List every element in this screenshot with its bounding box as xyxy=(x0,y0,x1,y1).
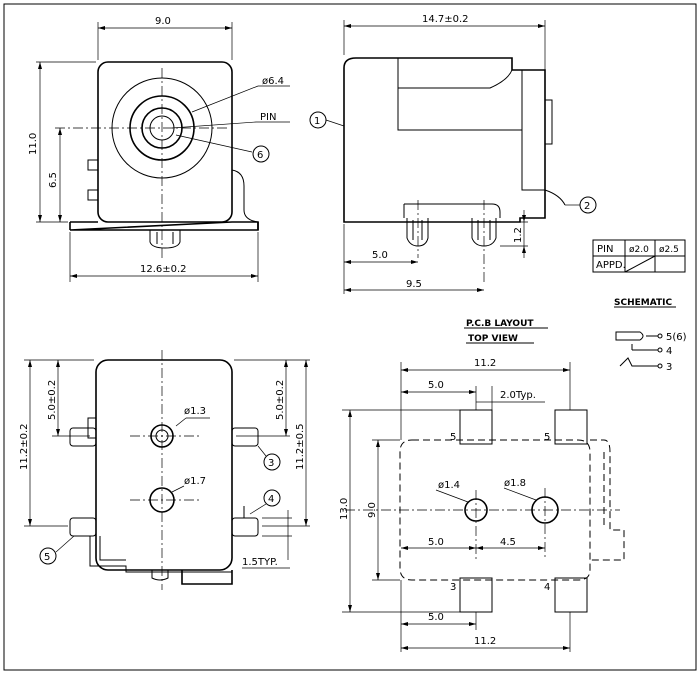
pcb-outline xyxy=(399,439,591,581)
svg-text:5: 5 xyxy=(44,552,50,563)
callout-4 xyxy=(263,489,281,507)
table-pin: PIN xyxy=(597,244,613,255)
dim-front-width: 9.0 xyxy=(155,16,171,27)
side-body xyxy=(343,57,546,223)
callout-6 xyxy=(252,145,270,163)
pcb-dim-2typ: 2.0Typ. xyxy=(500,390,536,401)
bottom-dim-right-112: 11.2±0.5 xyxy=(295,423,306,470)
pad-label-4: 4 xyxy=(544,582,550,593)
pcb-layout: P.C.B LAYOUT TOP VIEW 11.2 5.0 2.0Typ. xyxy=(339,319,625,652)
pcb-dim-13: 13.0 xyxy=(339,498,350,520)
schematic-title: SCHEMATIC xyxy=(614,298,672,308)
dim-front-base: 12.6±0.2 xyxy=(140,264,187,275)
schematic-pin3: 3 xyxy=(666,362,672,373)
pad-label-3: 3 xyxy=(450,582,456,593)
table-col2: ø2.5 xyxy=(659,245,679,255)
svg-text:2: 2 xyxy=(584,201,590,212)
table-appd: APPD. xyxy=(596,260,626,271)
pcb-dim-5: 5.0 xyxy=(428,380,444,391)
pcb-dim-45: 4.5 xyxy=(500,537,516,548)
schematic: SCHEMATIC 5(6) 4 3 xyxy=(614,298,687,373)
bottom-dim-left-5: 5.0±0.2 xyxy=(47,380,58,420)
pad-5-right xyxy=(554,409,588,445)
callout-5 xyxy=(39,547,57,565)
schematic-pin5: 5(6) xyxy=(666,332,687,343)
bottom-hole1-label: ø1.3 xyxy=(184,406,206,417)
table-col1: ø2.0 xyxy=(629,245,649,255)
pad-label-5a: 5 xyxy=(450,432,456,443)
pad-5-left xyxy=(459,409,493,445)
bottom-dim-left-112: 11.2±0.2 xyxy=(19,423,30,470)
pcb-hole1-label: ø1.4 xyxy=(438,480,460,491)
bottom-view: ø1.3 ø1.7 5.0±0.2 11.2±0.2 5.0±0.2 11.2±… xyxy=(19,350,310,590)
dim-front-height: 11.0 xyxy=(28,133,39,155)
pin-label: PIN xyxy=(260,112,276,123)
pcb-subtitle: TOP VIEW xyxy=(468,334,518,344)
dim-front-center: 6.5 xyxy=(48,172,59,188)
pin-table: PIN ø2.0 ø2.5 APPD. xyxy=(592,239,686,273)
bottom-body xyxy=(95,359,233,571)
dim-hole-64: ø6.4 xyxy=(262,76,284,87)
pad-label-5b: 5 xyxy=(544,432,550,443)
pcb-dim-5c: 5.0 xyxy=(428,612,444,623)
pcb-dim-5b: 5.0 xyxy=(428,537,444,548)
pcb-hole2-label: ø1.8 xyxy=(504,478,526,489)
callout-3 xyxy=(263,453,281,471)
pcb-dim-bottom: 11.2 xyxy=(474,636,496,647)
svg-text:3: 3 xyxy=(268,458,274,469)
bottom-hole2-label: ø1.7 xyxy=(184,476,206,487)
svg-text:4: 4 xyxy=(268,494,274,505)
front-view: 9.0 11.0 6.5 ø6.4 xyxy=(28,16,290,282)
bottom-dim-15typ: 1.5TYP. xyxy=(242,557,278,568)
front-body xyxy=(97,61,233,223)
pcb-dim-top: 11.2 xyxy=(474,358,496,369)
dim-side-5: 5.0 xyxy=(372,250,388,261)
drawing-border xyxy=(3,3,697,671)
pcb-title: P.C.B LAYOUT xyxy=(466,319,534,329)
dim-side-length: 14.7±0.2 xyxy=(422,14,469,25)
dim-pin-height: 1.2 xyxy=(513,227,524,243)
bottom-dim-right-5: 5.0±0.2 xyxy=(275,380,286,420)
pad-4 xyxy=(554,577,588,613)
svg-text:1: 1 xyxy=(314,116,320,127)
pcb-dim-9: 9.0 xyxy=(367,502,378,518)
dim-side-95: 9.5 xyxy=(406,279,422,290)
pad-3 xyxy=(459,577,493,613)
svg-text:6: 6 xyxy=(257,150,263,161)
schematic-pin4: 4 xyxy=(666,346,672,357)
side-view: 14.7±0.2 1.2 5.0 9.5 1 xyxy=(309,14,597,294)
